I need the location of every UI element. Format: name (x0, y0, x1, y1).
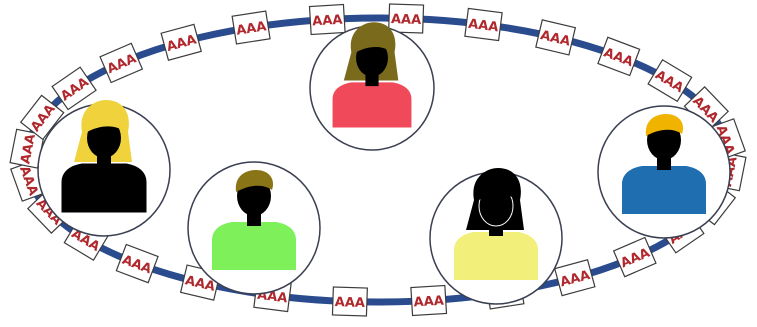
aaa-tile: AAA (160, 23, 203, 62)
tile-mark: AAA (391, 12, 422, 28)
aaa-tile: AAA (553, 258, 596, 297)
aaa-tile: AAA (612, 236, 657, 278)
person-icon (454, 168, 538, 280)
person-icon (61, 100, 147, 213)
aaa-tile: AAA (51, 66, 97, 111)
tile-group: AAAAAAAAAAAAAAAAAAAAAAAAAAAAAAAAAAAAAAAA… (9, 3, 747, 317)
tile-mark: AAA (235, 19, 267, 38)
tile-mark: AAA (539, 28, 572, 50)
people-group (37, 22, 731, 305)
aaa-tile: AAA (535, 19, 577, 56)
tile-mark: AAA (18, 133, 39, 166)
person-icon (622, 114, 706, 214)
person-icon (212, 170, 296, 270)
aaa-tile: AAA (647, 59, 693, 103)
tile-mark: AAA (335, 295, 366, 311)
aaa-tile: AAA (331, 286, 368, 317)
person-lower-right (429, 168, 563, 305)
aaa-tile: AAA (388, 3, 425, 34)
tile-mark: AAA (467, 17, 499, 36)
aaa-tile: AAA (464, 7, 503, 42)
aaa-tile: AAA (231, 10, 271, 45)
person-lower-left (187, 161, 321, 295)
aaa-tile: AAA (115, 243, 159, 284)
tile-mark: AAA (184, 273, 217, 295)
tile-mark: AAA (413, 294, 444, 311)
aaa-tile: AAA (410, 284, 448, 317)
aaa-tile: AAA (9, 128, 45, 169)
aaa-tile: AAA (99, 42, 144, 84)
person-top-center (309, 22, 435, 151)
person-icon (332, 22, 412, 128)
tile-mark: AAA (312, 13, 343, 30)
aaa-tile: AAA (597, 36, 641, 77)
person-right (597, 105, 731, 239)
aaa-tile: AAA (308, 3, 346, 36)
person-left (37, 100, 171, 237)
